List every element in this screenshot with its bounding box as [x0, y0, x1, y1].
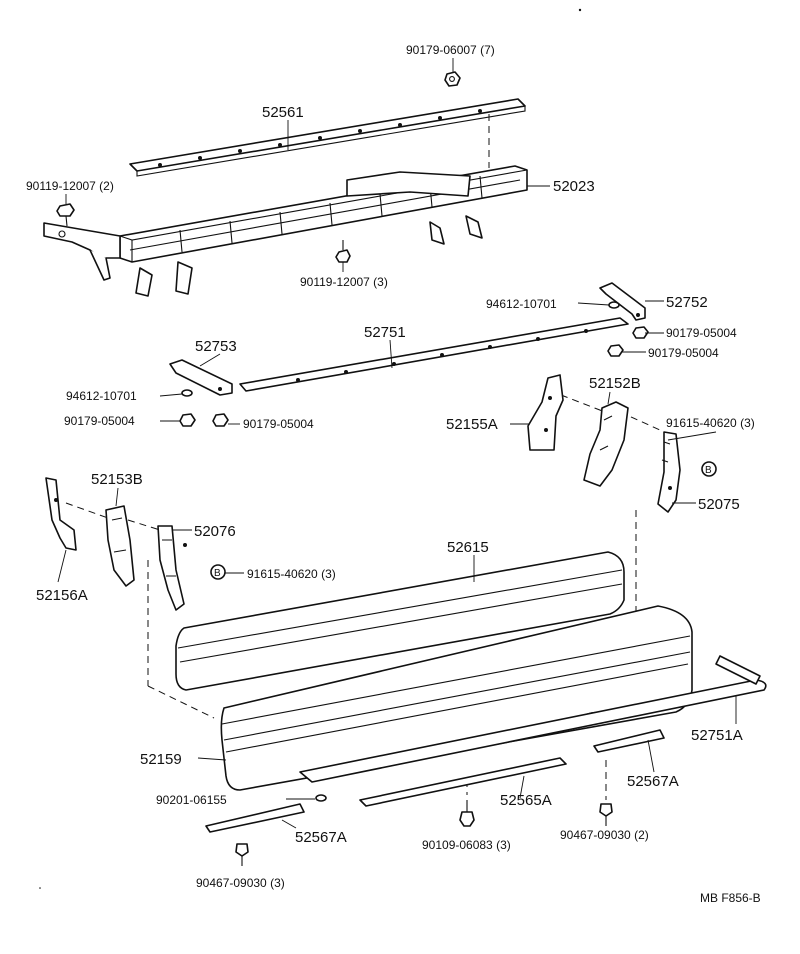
- badge-b-left: B: [214, 568, 221, 579]
- speck: [39, 887, 41, 889]
- bracket-52155A: [527, 374, 564, 451]
- callout-52565A: 52565A: [500, 792, 552, 809]
- callout-94612-10701-b: 94612-10701: [66, 389, 137, 403]
- alignment-line: [619, 411, 661, 431]
- screw-grommet-icon: [210, 564, 226, 580]
- bumper-absorber-52615: [175, 551, 625, 691]
- callout-52156A: 52156A: [36, 587, 88, 604]
- molding-52751A: [299, 655, 767, 783]
- callout-90179-06007: 90179-06007 (7): [406, 43, 495, 57]
- callout-90179-05004-c: 90179-05004: [64, 414, 135, 428]
- alignment-line: [127, 519, 161, 531]
- callout-91615-40620-a: 91615-40620 (3): [666, 416, 755, 430]
- alignment-line: [560, 394, 606, 413]
- callout-52155A: 52155A: [446, 416, 498, 433]
- nut-icon: [444, 71, 461, 87]
- retainer-52567A-right: [593, 729, 665, 753]
- callout-90179-05004-d: 90179-05004: [243, 417, 314, 431]
- clip-icon: [181, 389, 193, 397]
- callout-52752: 52752: [666, 294, 708, 311]
- molding-52751: [239, 317, 629, 392]
- figure-code: MB F856-B: [700, 891, 761, 905]
- bolt-icon: [56, 203, 75, 227]
- callout-90119-12007-b: 90119-12007 (3): [300, 275, 388, 289]
- bolt-icon: [335, 240, 351, 263]
- callout-90467-09030-b: 90467-09030 (3): [196, 876, 285, 890]
- screw-icon: [235, 843, 249, 866]
- alignment-line: [147, 685, 215, 719]
- callout-90119-12007-a: 90119-12007 (2): [26, 179, 114, 193]
- callout-94612-10701-a: 94612-10701: [486, 297, 557, 311]
- bracket-52153B: [105, 505, 135, 587]
- molding-52565A: [359, 757, 567, 807]
- nut-icon: [607, 344, 624, 357]
- bracket-52156A: [45, 477, 77, 551]
- retainer-52752: [599, 282, 646, 321]
- screw-grommet-icon: [701, 461, 717, 477]
- callout-90179-05004-b: 90179-05004: [648, 346, 719, 360]
- callout-52076: 52076: [194, 523, 236, 540]
- retainer-52753: [169, 359, 233, 396]
- alignment-line: [65, 502, 109, 519]
- callout-52153B: 52153B: [91, 471, 143, 488]
- callout-90109-06083: 90109-06083 (3): [422, 838, 511, 852]
- callout-52159: 52159: [140, 751, 182, 768]
- callout-52567A-right: 52567A: [627, 773, 679, 790]
- speck: [578, 8, 582, 12]
- clip-icon: [315, 794, 327, 802]
- bumper-reinforcement-52023: [43, 165, 528, 297]
- leader-lines: [57, 58, 737, 829]
- nut-icon: [212, 413, 229, 427]
- screw-icon: [459, 800, 475, 827]
- nut-icon: [179, 413, 196, 427]
- callout-52751A: 52751A: [691, 727, 743, 744]
- callout-52075: 52075: [698, 496, 740, 513]
- bumper-cover-52159: [220, 605, 693, 791]
- callout-90201-06155: 90201-06155: [156, 793, 227, 807]
- bracket-52152B: [583, 401, 629, 487]
- callout-90467-09030-a: 90467-09030 (2): [560, 828, 649, 842]
- callout-52023: 52023: [553, 178, 595, 195]
- bracket-52075: [657, 431, 681, 513]
- nut-icon: [632, 326, 649, 339]
- badge-b-right: B: [705, 465, 712, 476]
- callout-91615-40620-b: 91615-40620 (3): [247, 567, 336, 581]
- callout-52567A-left: 52567A: [295, 829, 347, 846]
- callout-52753: 52753: [195, 338, 237, 355]
- callout-90179-05004-a: 90179-05004: [666, 326, 737, 340]
- callout-52561: 52561: [262, 104, 304, 121]
- clip-icon: [608, 301, 620, 309]
- screw-icon: [599, 803, 613, 826]
- reinforcement-strip-52561: [129, 98, 526, 177]
- callout-52152B: 52152B: [589, 375, 641, 392]
- retainer-52567A-left: [205, 803, 305, 833]
- callout-52615: 52615: [447, 539, 489, 556]
- bracket-52076: [157, 525, 187, 611]
- callout-52751: 52751: [364, 324, 406, 341]
